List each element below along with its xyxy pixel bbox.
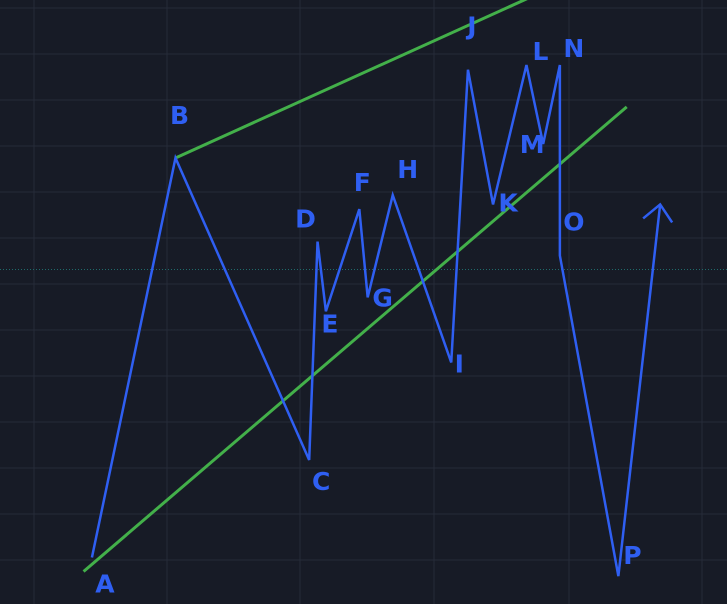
channel-lines xyxy=(82,0,628,573)
point-label-k: K xyxy=(498,188,519,217)
point-label-f: F xyxy=(354,168,371,197)
point-label-h: H xyxy=(397,155,418,184)
point-label-b: B xyxy=(170,101,189,130)
point-label-c: C xyxy=(312,467,330,496)
point-label-o: O xyxy=(563,208,584,237)
point-label-l: L xyxy=(532,37,548,66)
point-label-d: D xyxy=(295,205,316,234)
wave-path xyxy=(90,64,662,577)
trendline-channel-upper xyxy=(174,0,528,160)
point-label-p: P xyxy=(623,541,641,570)
point-label-a: A xyxy=(95,570,115,599)
point-label-g: G xyxy=(372,283,393,312)
point-label-j: J xyxy=(465,12,476,41)
point-label-i: I xyxy=(455,349,464,378)
trendline-channel-lower xyxy=(82,105,628,573)
point-label-m: M xyxy=(520,130,545,159)
point-label-n: N xyxy=(563,34,584,63)
point-label-e: E xyxy=(321,309,338,338)
arrow-head-icon xyxy=(642,202,674,224)
wave-point-labels: A B C D E F G H I J K L M N O P xyxy=(95,12,641,599)
